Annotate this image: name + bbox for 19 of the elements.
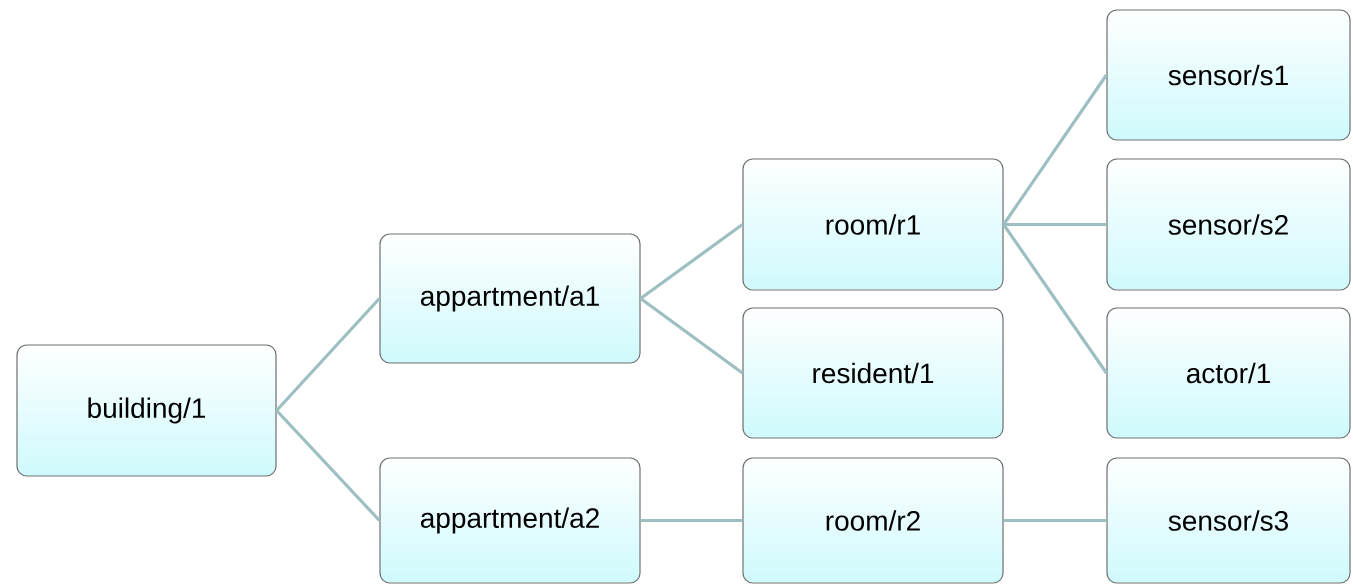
node-box: resident/1 bbox=[742, 307, 1004, 439]
node-box: sensor/s1 bbox=[1106, 9, 1351, 141]
connector-line bbox=[1003, 518, 1107, 523]
connector-line bbox=[275, 409, 381, 522]
node-box: actor/1 bbox=[1106, 307, 1351, 439]
connector-line bbox=[275, 297, 381, 412]
node-box: appartment/a1 bbox=[379, 233, 641, 364]
connector-line bbox=[639, 297, 744, 375]
node-box: room/r1 bbox=[742, 158, 1004, 291]
connector-line bbox=[1002, 74, 1108, 226]
node-box: sensor/s2 bbox=[1106, 158, 1351, 291]
node-box: room/r2 bbox=[742, 457, 1004, 584]
connector-line bbox=[640, 518, 743, 523]
node-box: appartment/a2 bbox=[379, 457, 641, 584]
connector-line bbox=[639, 223, 744, 300]
connector-line bbox=[1002, 223, 1108, 374]
node-box: building/1 bbox=[16, 344, 277, 477]
connector-line bbox=[1003, 222, 1107, 227]
node-box: sensor/s3 bbox=[1106, 457, 1351, 584]
